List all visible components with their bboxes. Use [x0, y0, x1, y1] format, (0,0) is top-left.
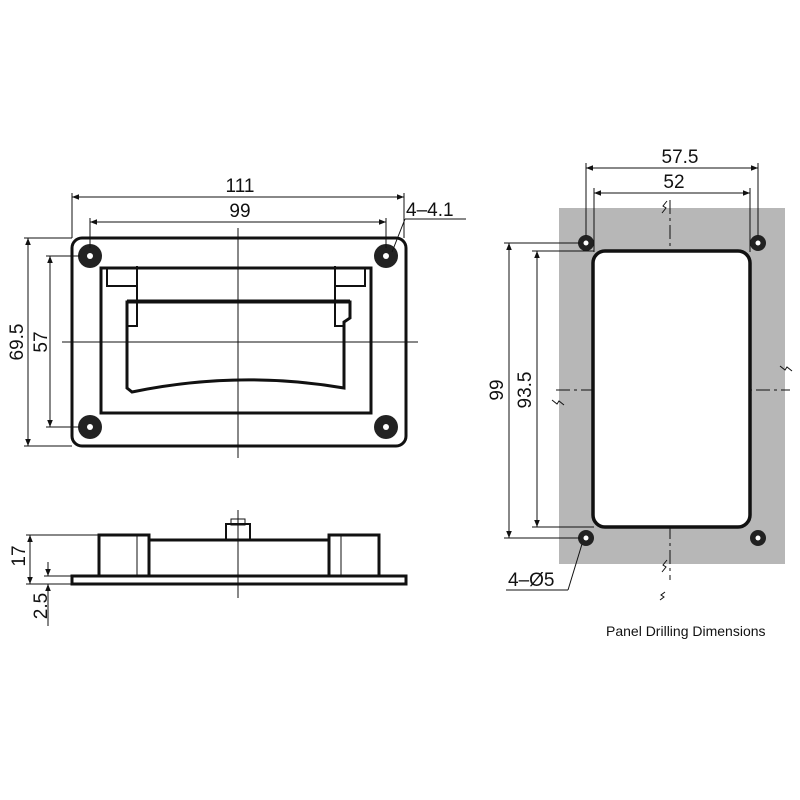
panel-break-top	[661, 200, 668, 214]
side-height-label: 17	[9, 545, 30, 566]
side-view: 17 2.5	[9, 510, 408, 626]
panel-break-left	[551, 399, 565, 406]
panel-cutout-width-label: 52	[663, 172, 684, 193]
front-width-label: 111	[226, 176, 255, 197]
front-mounting-holes	[78, 244, 398, 439]
front-hole-callout: 4–4.1	[406, 200, 454, 221]
panel-hole-spacing-y-label: 99	[487, 379, 508, 400]
panel-hole-leader	[567, 543, 583, 591]
side-right-block	[327, 533, 381, 578]
folding-handle-bar	[125, 300, 352, 394]
side-thickness-label: 2.5	[31, 593, 52, 619]
handle-recess-outline	[99, 266, 373, 415]
front-hole-spacing-y-label: 57	[31, 331, 52, 352]
panel-break-bottom	[661, 559, 668, 573]
panel-caption: Panel Drilling Dimensions	[606, 623, 766, 639]
front-view: 111 99 4–4.1 69.5 57	[7, 176, 466, 458]
front-height-label: 69.5	[7, 324, 28, 361]
front-hole-spacing-label: 99	[229, 201, 250, 222]
right-hinge-edge	[334, 266, 345, 327]
stray-break-mark	[659, 591, 666, 601]
front-hole-leader	[391, 218, 406, 253]
panel-cutout	[591, 249, 752, 529]
panel-drill-holes	[578, 235, 766, 546]
panel-break-right	[779, 365, 793, 372]
side-base-plate	[70, 574, 408, 586]
panel-hole-callout: 4–Ø5	[508, 570, 554, 591]
side-left-block	[97, 533, 151, 578]
side-center-knob	[225, 523, 251, 541]
panel-cutout-height-label: 93.5	[515, 372, 536, 409]
handle-plate-outline	[70, 236, 408, 448]
left-hinge-block	[106, 268, 138, 318]
left-hinge-edge	[127, 266, 138, 327]
panel-hole-spacing-x-label: 57.5	[662, 147, 699, 168]
panel-view: 57.5 52 99 93.5 4–Ø5 Panel Drilling Dime…	[487, 147, 793, 639]
